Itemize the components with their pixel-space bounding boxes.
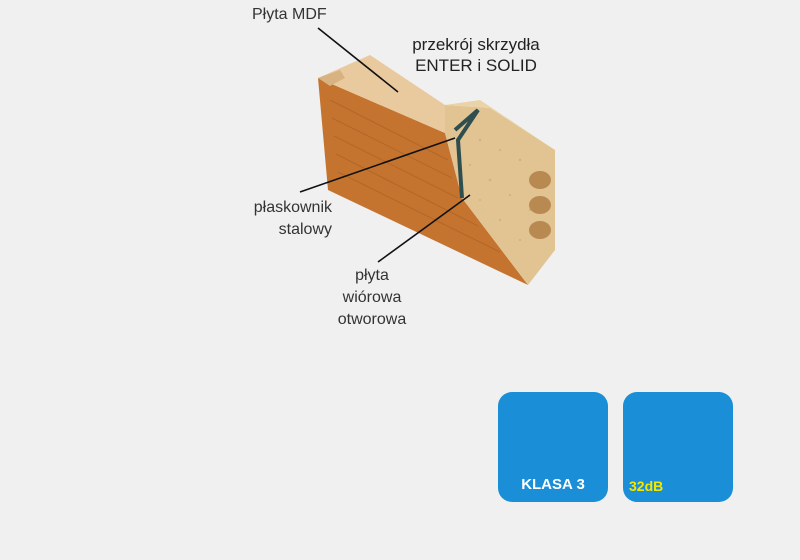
section-title-line2: ENTER i SOLID: [415, 56, 537, 75]
klasa-3-badge-label: KLASA 3: [521, 476, 585, 493]
steel-flat-label: płaskownik stalowy: [253, 199, 332, 238]
chipboard-core: [445, 105, 555, 285]
32db-badge-label: 32dB: [629, 478, 664, 494]
section-title-line1: przekrój skrzydła: [412, 35, 540, 54]
mdf-edge: [318, 70, 345, 86]
veneer-grain: [329, 99, 501, 253]
mdf-leader-line: [317, 27, 399, 93]
mdf-label: Płyta MDF: [252, 6, 327, 23]
chipboard-label: płyta wiórowa otworowa: [337, 267, 407, 328]
chipboard-top: [445, 100, 555, 150]
steel-leader-line: [299, 137, 456, 193]
veneer-face: [318, 78, 528, 285]
chipboard-leader-line: [377, 194, 471, 263]
chipboard-holes: [529, 171, 551, 239]
mdf-top-face: [318, 55, 445, 133]
klasa-3-badge: KLASA 3: [498, 392, 608, 502]
section-title: przekrój skrzydła ENTER i SOLID: [376, 34, 576, 76]
steel-flat-bar: [453, 108, 480, 199]
32db-badge: 32dB: [623, 392, 733, 502]
